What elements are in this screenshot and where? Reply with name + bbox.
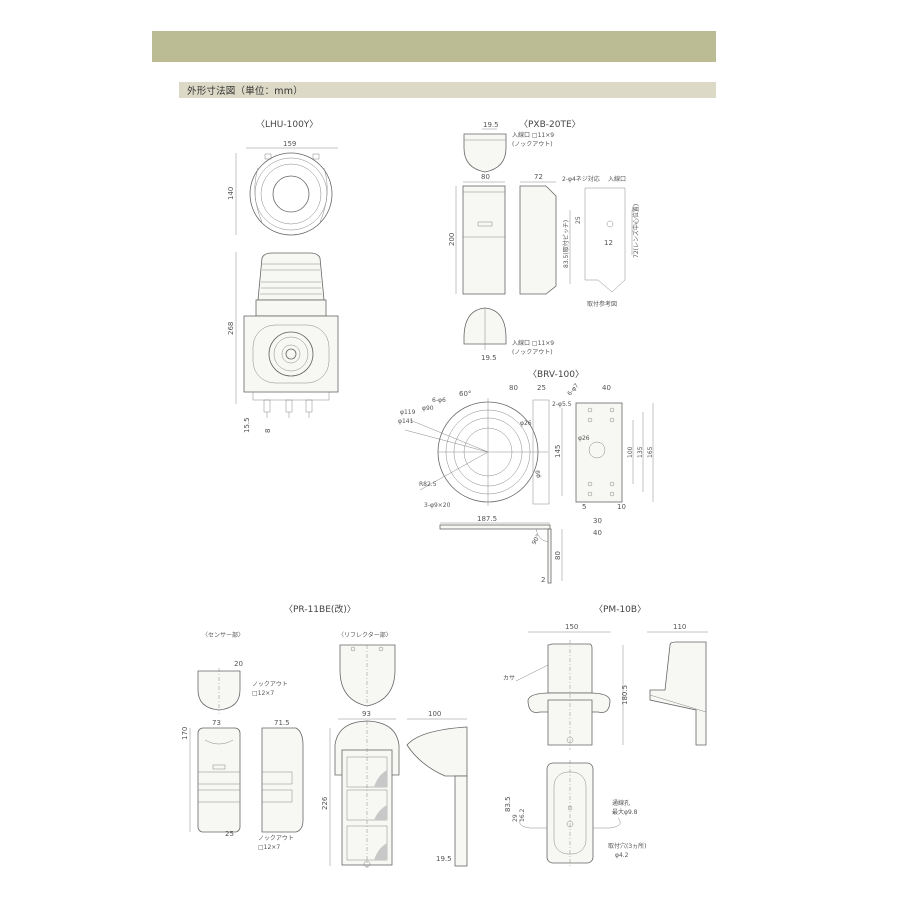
pxb-note-mount-ref: 取付参考図 bbox=[587, 300, 617, 308]
pm-dim-h835: 83.5 bbox=[504, 796, 512, 812]
lhu-dim-width: 159 bbox=[283, 140, 296, 148]
brv-dim-t2: 2 bbox=[541, 576, 545, 584]
pr-reflector-label: 〈リフレクター部〉 bbox=[338, 631, 392, 639]
pxb-note-inlet: 入線口 bbox=[608, 175, 626, 183]
lhu-title: 〈LHU-100Y〉 bbox=[256, 119, 318, 130]
pm-note-cover: カサ bbox=[503, 675, 515, 682]
pr-dim-b25: 25 bbox=[225, 830, 234, 838]
pxb-note-screw: 2-φ4ネジ対応 bbox=[562, 175, 600, 183]
pr-dim-d100: 100 bbox=[428, 710, 441, 718]
pxb-note-inlet-bottom: 入線口 □11×9 bbox=[512, 339, 554, 347]
pxb-dim-bottom-offset: 19.5 bbox=[481, 354, 497, 362]
pr-11be-drawing: 〈PR-11BE(改)〉 〈センサー部〉 〈リフレクター部〉 20 ノックアウト… bbox=[181, 603, 468, 868]
brv-dim-h145: 145 bbox=[554, 445, 562, 458]
pm-dim-w150: 150 bbox=[565, 623, 578, 631]
pm-dim-d110: 110 bbox=[673, 623, 686, 631]
pxb-note-inlet-top: 入線口 □11×9 bbox=[512, 131, 554, 139]
brv-dim-holes6: 6-φ6 bbox=[432, 397, 446, 404]
pxb-title: 〈PXB-20TE〉 bbox=[519, 119, 581, 130]
brv-dim-r: R82.5 bbox=[419, 481, 437, 488]
brv-title: 〈BRV-100〉 bbox=[528, 369, 584, 380]
brv-dim-25: 25 bbox=[537, 384, 546, 392]
pxb-dim-depth: 72 bbox=[534, 173, 543, 181]
brv-dim-b10: 10 bbox=[617, 503, 626, 511]
pxb-dim-pitch: 83.5(取付ピッチ) bbox=[562, 220, 570, 268]
pm-dim-162: 16.2 bbox=[519, 808, 526, 822]
lhu-100y-drawing: 〈LHU-100Y〉 159 140 268 15.5 bbox=[227, 119, 339, 433]
section-title-bar: 外形寸法図（単位：mm） bbox=[179, 82, 716, 98]
brv-dim-angle: 60° bbox=[459, 390, 471, 398]
section-title: 外形寸法図（単位：mm） bbox=[187, 86, 303, 97]
brv-dim-b40: 40 bbox=[593, 529, 602, 537]
pxb-dim-25: 25 bbox=[575, 216, 582, 224]
brv-dim-b5: 5 bbox=[582, 503, 586, 511]
brv-dim-d119: φ119 bbox=[400, 409, 416, 416]
pm-dim-29: 29 bbox=[512, 814, 519, 822]
brv-dim-angle90: 90° bbox=[531, 533, 542, 546]
pm-dim-h1805: 180.5 bbox=[621, 685, 629, 705]
pm-note-mount-dia: φ4.2 bbox=[615, 852, 629, 859]
brv-dim-d90: φ90 bbox=[422, 405, 434, 412]
brv-dim-d141: φ141 bbox=[398, 418, 414, 425]
brv-dim-hole2: 2-φ5.5 bbox=[552, 401, 572, 408]
pxb-dim-height: 200 bbox=[448, 233, 456, 246]
pr-knockout1: ノックアウト bbox=[252, 680, 288, 688]
pr-knockout1-size: □12×7 bbox=[252, 690, 274, 697]
pr-dim-b195: 19.5 bbox=[436, 855, 452, 863]
brv-dim-h100: 100 bbox=[627, 446, 634, 458]
pm-10b-drawing: 〈PM-10B〉 150 カサ 180.5 110 83.5 29 16.2 通… bbox=[503, 604, 708, 866]
header-band bbox=[152, 31, 716, 62]
brv-100-drawing: 〈BRV-100〉 60° 80 25 6-φ6 φ119 φ90 φ141 2… bbox=[398, 369, 654, 584]
pxb-dim-width: 80 bbox=[481, 173, 490, 181]
brv-dim-80: 80 bbox=[509, 384, 518, 392]
pm-note-mount-holes: 取付穴(3ヵ所) bbox=[608, 842, 647, 850]
brv-dim-w40: 40 bbox=[602, 384, 611, 392]
pr-dim-h170: 170 bbox=[181, 727, 189, 740]
brv-dim-h135: 135 bbox=[637, 446, 644, 458]
brv-dim-slots: 3-φ9×20 bbox=[424, 502, 451, 509]
pxb-note-knockout-top: (ノックアウト) bbox=[512, 140, 553, 148]
lhu-dim-bottom: 15.5 bbox=[243, 417, 251, 433]
pr-knockout2-size: □12×7 bbox=[258, 844, 280, 851]
pm-note-through-max: 最大φ9.8 bbox=[612, 808, 638, 816]
pr-dim-h226: 226 bbox=[321, 796, 329, 810]
brv-dim-b30: 30 bbox=[593, 517, 602, 525]
pr-dim-w93: 93 bbox=[362, 710, 371, 718]
brv-dim-h80: 80 bbox=[554, 551, 562, 560]
pr-dim-top20: 20 bbox=[234, 660, 243, 668]
pr-dim-d715: 71.5 bbox=[274, 719, 290, 727]
pr-dim-w73: 73 bbox=[212, 719, 221, 727]
brv-dim-h165: 165 bbox=[647, 446, 654, 458]
brv-dim-d26b: φ26 bbox=[578, 435, 590, 442]
pm-title: 〈PM-10B〉 bbox=[594, 604, 646, 615]
brv-dim-len: 187.5 bbox=[477, 515, 497, 523]
lhu-dim-terminal: 8 bbox=[264, 429, 272, 433]
pxb-dim-12: 12 bbox=[604, 239, 613, 247]
brv-dim-d9: φ9 bbox=[535, 470, 542, 478]
pxb-note-knockout-bottom: (ノックアウト) bbox=[512, 348, 553, 356]
lhu-dim-depth: 140 bbox=[227, 187, 235, 200]
pr-knockout2: ノックアウト bbox=[258, 834, 294, 842]
pr-title: 〈PR-11BE(改)〉 bbox=[284, 603, 356, 615]
pm-note-through-hole: 通線孔 bbox=[612, 799, 630, 807]
brv-dim-holes7: 6-φ7 bbox=[566, 382, 580, 397]
pxb-20te-drawing: 〈PXB-20TE〉 19.5 入線口 □11×9 (ノックアウト) 80 20… bbox=[448, 119, 640, 362]
brv-dim-d26: φ26 bbox=[520, 420, 532, 427]
pxb-dim-top-offset: 19.5 bbox=[483, 121, 499, 129]
pxb-dim-lens: 72(レンズ中心位置) bbox=[632, 204, 640, 258]
pr-sensor-label: 〈センサー部〉 bbox=[202, 631, 244, 639]
lhu-dim-height: 268 bbox=[227, 322, 235, 335]
